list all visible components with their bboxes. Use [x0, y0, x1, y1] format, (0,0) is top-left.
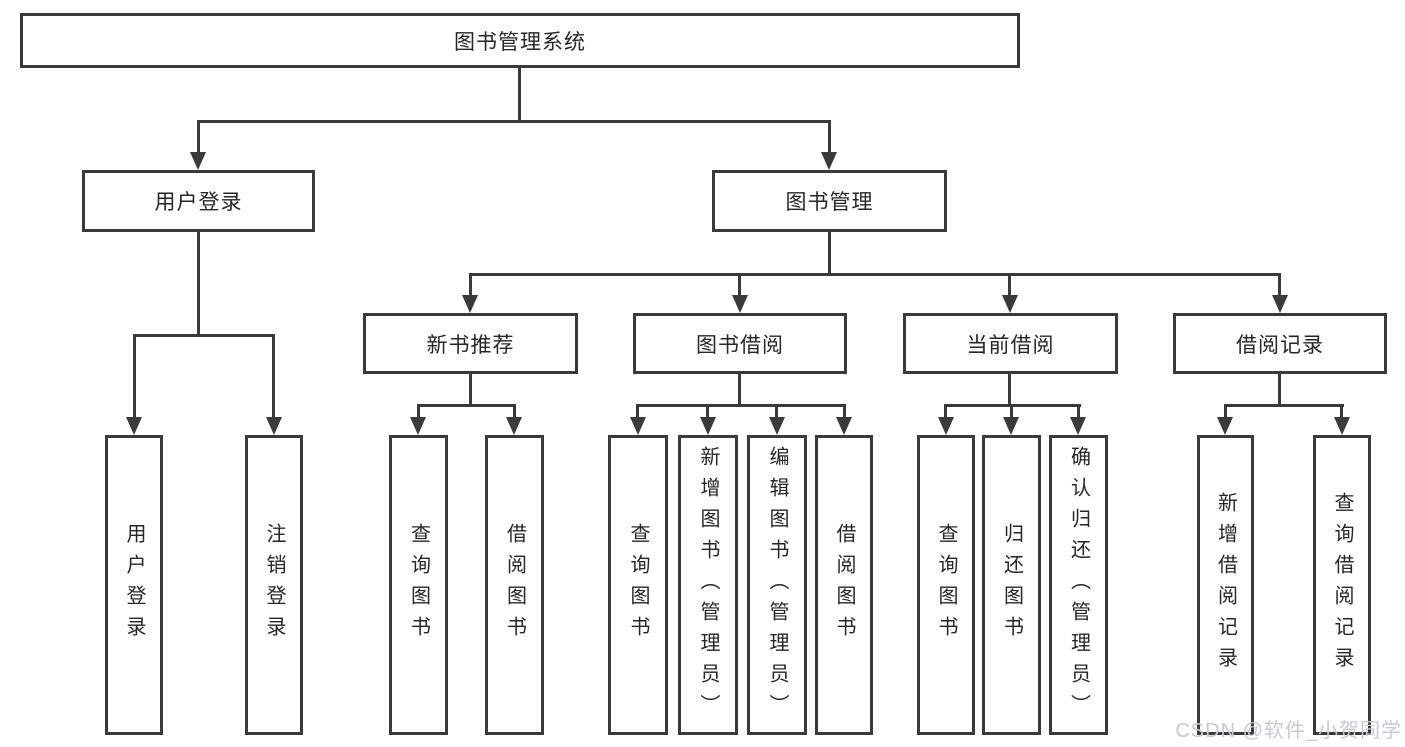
connector-line — [738, 374, 741, 406]
arrow-down-icon — [769, 417, 785, 435]
leaf-query-borrow-record-label: 查询借阅记录 — [1331, 492, 1353, 678]
arrow-down-icon — [938, 417, 954, 435]
connector-line — [738, 273, 741, 299]
arrow-down-icon — [1272, 295, 1288, 313]
connector-line — [1008, 374, 1011, 406]
node-user-login: 用户登录 — [82, 170, 315, 232]
connector-line — [1010, 404, 1013, 419]
connector-line — [706, 404, 709, 419]
leaf-query-book-borrow: 查询图书 — [608, 435, 668, 735]
node-book-borrow: 图书借阅 — [633, 313, 847, 374]
arrow-down-icon — [700, 417, 716, 435]
arrow-down-icon — [630, 417, 646, 435]
connector-line — [828, 120, 831, 154]
arrow-down-icon — [1217, 417, 1233, 435]
leaf-confirm-return-admin-label: 确认归还（管理员） — [1067, 445, 1090, 725]
leaf-return-book-label: 归还图书 — [1000, 523, 1023, 647]
connector-line — [133, 334, 275, 337]
connector-line — [1224, 404, 1344, 407]
leaf-user-login-label: 用户登录 — [123, 523, 145, 647]
leaf-borrow-book: 借阅图书 — [815, 435, 873, 735]
leaf-add-book-admin: 新增图书（管理员） — [678, 435, 738, 735]
connector-line — [417, 404, 420, 419]
connector-line — [518, 66, 521, 122]
connector-line — [1224, 404, 1227, 419]
arrow-down-icon — [732, 295, 748, 313]
arrow-down-icon — [821, 152, 837, 170]
connector-line — [636, 404, 639, 419]
connector-line — [1077, 404, 1080, 419]
arrow-down-icon — [506, 417, 522, 435]
node-book-management: 图书管理 — [712, 170, 947, 232]
connector-line — [469, 273, 472, 299]
arrow-down-icon — [462, 295, 478, 313]
connector-line — [133, 334, 136, 419]
node-library-management-system: 图书管理系统 — [20, 13, 1020, 68]
connector-line — [272, 334, 275, 419]
leaf-confirm-return-admin: 确认归还（管理员） — [1049, 435, 1108, 735]
csdn-watermark: CSDN @软件_小贺同学 — [1175, 720, 1402, 742]
arrow-down-icon — [266, 417, 282, 435]
arrow-down-icon — [190, 152, 206, 170]
leaf-add-borrow-record: 新增借阅记录 — [1197, 435, 1254, 735]
leaf-borrow-book-label: 借阅图书 — [833, 523, 855, 647]
leaf-query-book-newbook-label: 查询图书 — [407, 523, 430, 647]
connector-line — [417, 404, 516, 407]
arrow-down-icon — [1334, 417, 1350, 435]
leaf-edit-book-admin-label: 编辑图书（管理员） — [766, 445, 788, 725]
connector-line — [636, 404, 846, 407]
arrow-down-icon — [126, 417, 142, 435]
connector-line — [1008, 273, 1011, 299]
connector-line — [1278, 273, 1281, 299]
leaf-query-book-current: 查询图书 — [917, 435, 975, 735]
leaf-add-borrow-record-label: 新增借阅记录 — [1214, 492, 1237, 678]
connector-line — [1340, 404, 1343, 419]
arrow-down-icon — [1070, 417, 1086, 435]
node-new-book-recommend: 新书推荐 — [363, 313, 578, 374]
leaf-user-login: 用户登录 — [105, 435, 163, 735]
connector-line — [513, 404, 516, 419]
leaf-borrow-book-newbook: 借阅图书 — [485, 435, 544, 735]
leaf-borrow-book-newbook-label: 借阅图书 — [503, 523, 526, 647]
connector-line — [775, 404, 778, 419]
leaf-return-book: 归还图书 — [982, 435, 1041, 735]
leaf-query-book-newbook: 查询图书 — [389, 435, 448, 735]
connector-line — [469, 273, 1281, 276]
connector-line — [197, 120, 200, 154]
leaf-query-borrow-record: 查询借阅记录 — [1313, 435, 1371, 735]
node-current-borrow: 当前借阅 — [903, 313, 1118, 374]
leaf-query-book-borrow-label: 查询图书 — [627, 523, 649, 647]
connector-line — [197, 120, 831, 123]
node-borrow-records: 借阅记录 — [1173, 313, 1387, 374]
arrow-down-icon — [836, 417, 852, 435]
connector-line — [197, 232, 200, 336]
leaf-add-book-admin-label: 新增图书（管理员） — [697, 445, 719, 725]
leaf-edit-book-admin: 编辑图书（管理员） — [747, 435, 807, 735]
connector-line — [469, 374, 472, 406]
leaf-query-book-current-label: 查询图书 — [935, 523, 957, 647]
leaf-logout-login-label: 注销登录 — [263, 523, 285, 647]
arrow-down-icon — [410, 417, 426, 435]
connector-line — [1278, 374, 1281, 406]
connector-line — [843, 404, 846, 419]
connector-line — [828, 232, 831, 275]
arrow-down-icon — [1003, 417, 1019, 435]
connector-line — [944, 404, 947, 419]
arrow-down-icon — [1002, 295, 1018, 313]
leaf-logout-login: 注销登录 — [245, 435, 303, 735]
